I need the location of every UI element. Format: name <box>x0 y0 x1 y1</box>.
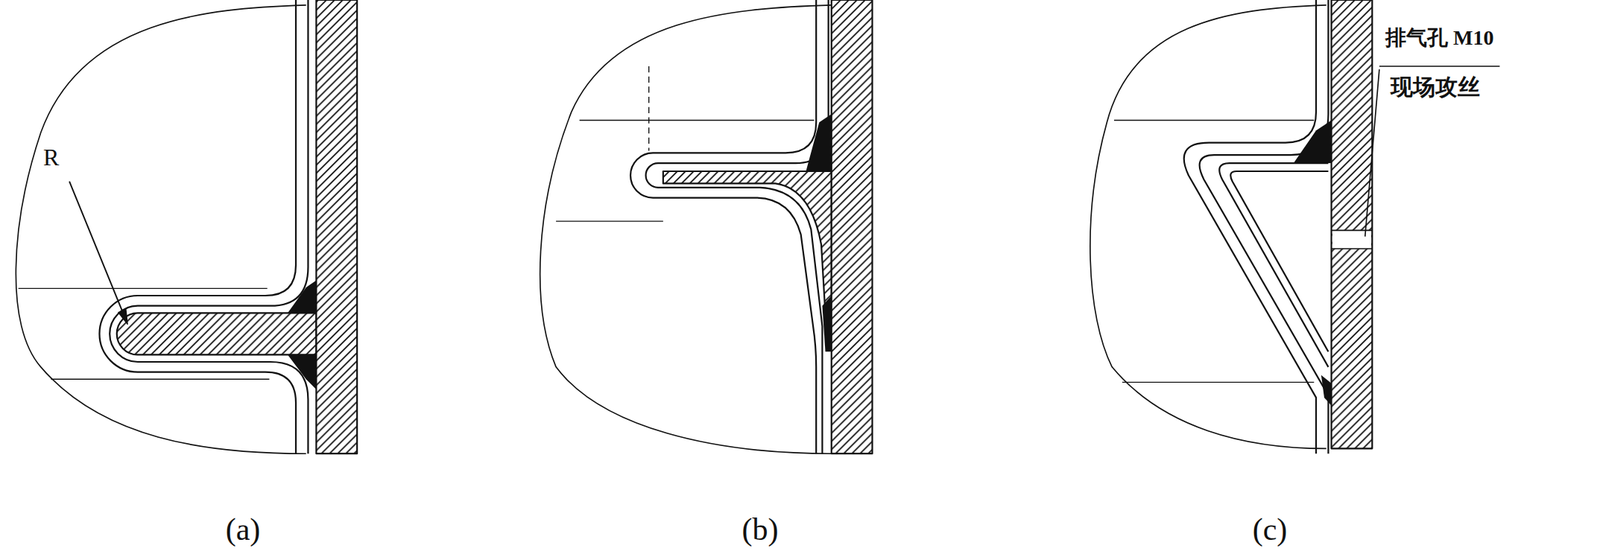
radius-label: R <box>43 144 59 171</box>
detail-b <box>540 0 873 454</box>
detail-caption: (b) <box>742 512 779 547</box>
site-tapping-note: 现场攻丝 <box>1390 74 1481 100</box>
detail-caption: (c) <box>1252 512 1288 547</box>
detail-caption: (a) <box>225 512 261 547</box>
detail-c <box>1090 0 1501 454</box>
vent-hole-note: 排气孔 M10 <box>1385 26 1494 50</box>
detail-a <box>15 0 357 454</box>
